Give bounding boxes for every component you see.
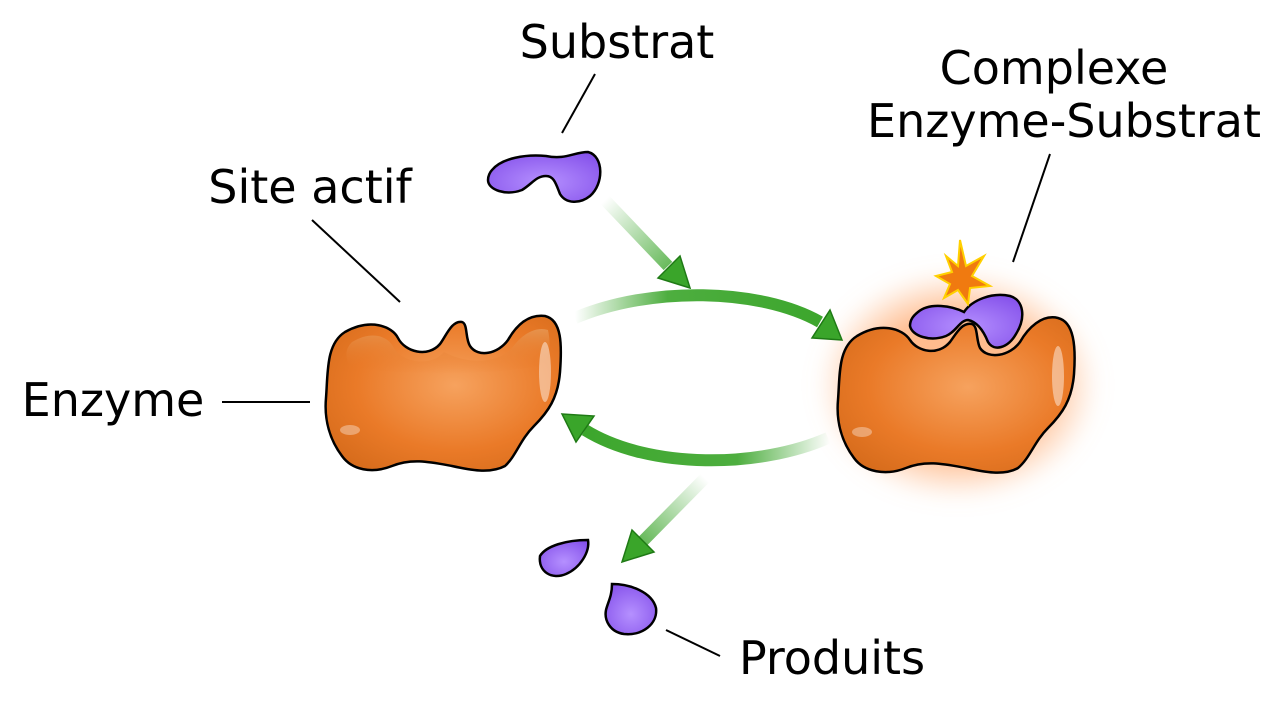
substrate-molecule [486, 150, 602, 203]
complex-enzyme-body [836, 316, 1076, 474]
arrow-release [560, 413, 831, 467]
free-enzyme [324, 314, 563, 472]
enzyme-shine [852, 427, 872, 437]
arrow-substrate-in [600, 195, 692, 290]
label-complex-line1: Complexe [940, 41, 1169, 95]
enzyme-substrate-complex [818, 239, 1098, 500]
leader-line-complex [1012, 153, 1051, 263]
arrow-binding [572, 289, 844, 341]
enzyme-highlight [346, 328, 550, 374]
label-active-site: Site actif [208, 160, 413, 214]
leader-line-products [665, 629, 721, 657]
enzyme-shine [1052, 346, 1064, 406]
enzyme-shine [340, 425, 360, 435]
leader-line-active-site [311, 219, 401, 303]
product-molecule [604, 582, 658, 636]
leader-line-substrate [561, 73, 596, 134]
label-substrate: Substrat [520, 15, 715, 69]
label-enzyme: Enzyme [22, 373, 205, 427]
bound-substrate [908, 293, 1024, 349]
product-molecule [538, 538, 590, 578]
spark-icon [933, 239, 994, 307]
label-complex-line2: Enzyme-Substrat [867, 94, 1261, 148]
arrow-products-out [620, 473, 710, 564]
enzyme-shine [539, 342, 551, 402]
label-products: Produits [739, 631, 925, 685]
